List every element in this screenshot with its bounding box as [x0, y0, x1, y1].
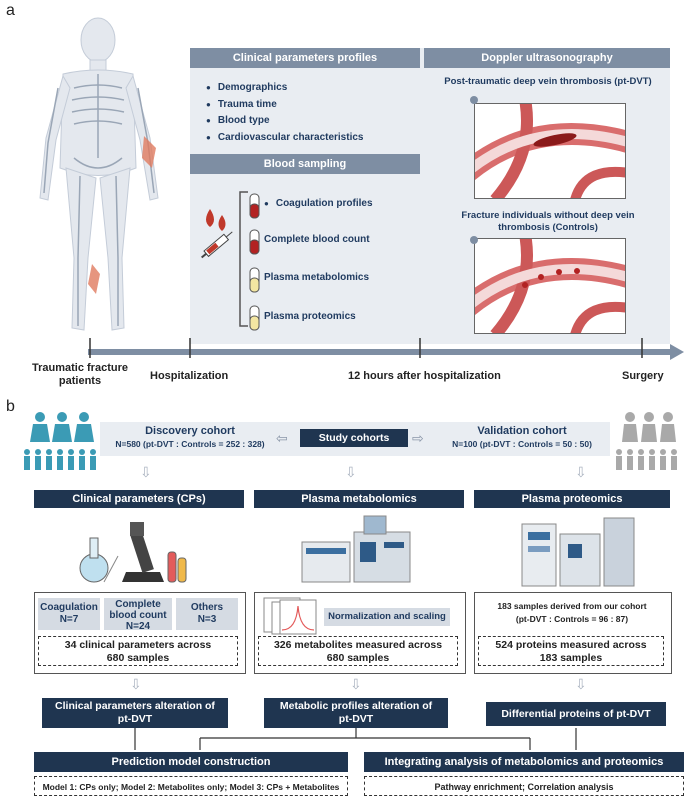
clinical-item: Trauma time — [206, 97, 363, 114]
down-arrow-icon: ⇩ — [350, 676, 362, 692]
plasma-proteomics-column-header: Plasma proteomics — [474, 490, 670, 508]
down-arrow-icon: ⇩ — [345, 464, 357, 480]
callout-dot — [470, 96, 478, 104]
protein-note-line: 183 samples derived from our cohort — [497, 601, 647, 611]
cp-summary-line: 34 clinical parameters across — [64, 639, 212, 651]
clinical-parameters-header: Clinical parameters profiles — [190, 48, 420, 68]
met-summary-line: 326 metabolites measured across — [273, 639, 443, 651]
dvt-label: Post-traumatic deep vein thrombosis (pt-… — [444, 76, 652, 87]
human-skeleton-figure — [39, 17, 159, 331]
result-line: pt-DVT — [117, 713, 153, 725]
timeline-label: Surgery — [622, 370, 664, 382]
blood-bracket — [239, 191, 248, 327]
complete-blood-count-box: Complete blood count N=24 — [104, 598, 172, 632]
mass-spectrometer-icon — [301, 515, 411, 583]
clinical-item: Blood type — [206, 113, 363, 130]
down-arrow-icon: ⇩ — [130, 676, 142, 692]
others-box: Others N=3 — [176, 598, 238, 630]
discovery-title: Discovery cohort — [145, 425, 235, 437]
validation-cohort: Validation cohort N=100 (pt-DVT : Contro… — [436, 425, 608, 449]
clinical-item: Cardiovascular characteristics — [206, 130, 364, 147]
result-line: Metabolic profiles alteration of — [279, 700, 433, 712]
proteomics-instrument-icon — [521, 517, 635, 587]
blood-item: Plasma proteomics — [264, 311, 356, 322]
result-line: Clinical parameters alteration of — [55, 700, 215, 712]
validation-title: Validation cohort — [477, 425, 567, 437]
panel-b-letter: b — [6, 398, 15, 415]
protein-sample-note: 183 samples derived from our cohort (pt-… — [476, 600, 668, 626]
cp-name: Coagulation — [40, 602, 98, 613]
plasma-metabolomics-column-header: Plasma metabolomics — [254, 490, 464, 508]
down-arrow-icon: ⇩ — [575, 676, 587, 692]
protein-summary: 524 proteins measured across 183 samples — [478, 636, 664, 666]
prot-summary-line: 524 proteins measured across — [495, 639, 647, 651]
metabolic-alteration-result: Metabolic profiles alteration of pt-DVT — [264, 698, 448, 728]
study-cohorts-label: Study cohorts — [300, 429, 408, 447]
doppler-header: Doppler ultrasonography — [424, 48, 670, 68]
people-icon — [616, 412, 677, 470]
normalization-label: Normalization and scaling — [324, 608, 450, 626]
timeline-arrow — [88, 338, 684, 360]
differential-proteins-result: Differential proteins of pt-DVT — [486, 702, 666, 726]
blood-item: Plasma metabolomics — [264, 272, 370, 283]
controls-label: Fracture individuals without deep vein t… — [461, 210, 635, 233]
cp-count: N=24 — [125, 621, 151, 632]
discovery-cohort: Discovery cohort N=580 (pt-DVT : Control… — [104, 425, 276, 449]
down-arrow-icon: ⇩ — [140, 464, 152, 480]
cp-name: Others — [190, 602, 224, 613]
integrating-analysis-header: Integrating analysis of metabolomics and… — [364, 752, 684, 772]
blood-item: Complete blood count — [264, 234, 370, 245]
callout-dot — [470, 236, 478, 244]
connector-lines — [134, 728, 577, 750]
blood-item: Coagulation profiles — [264, 198, 373, 209]
protein-note-line: (pt-DVT : Controls = 96 : 87) — [515, 614, 629, 624]
blood-drop-icon — [201, 209, 233, 259]
metabolite-summary: 326 metabolites measured across 680 samp… — [258, 636, 458, 666]
prot-summary-line: 183 samples — [539, 652, 603, 664]
validation-subtitle: N=100 (pt-DVT : Controls = 50 : 50) — [452, 439, 592, 449]
prediction-model-header: Prediction model construction — [34, 752, 348, 772]
chromatogram-icon — [263, 597, 317, 635]
met-summary-line: 680 samples — [326, 652, 390, 664]
timeline-label: Hospitalization — [150, 370, 229, 382]
blood-sampling-header: Blood sampling — [190, 154, 420, 174]
cp-summary: 34 clinical parameters across 680 sample… — [38, 636, 238, 666]
left-arrow-icon: ⇦ — [276, 430, 288, 446]
pathway-analysis-description: Pathway enrichment; Correlation analysis — [364, 776, 684, 796]
microscope-lab-icon — [79, 522, 187, 583]
cp-name: Complete blood count — [109, 599, 167, 621]
down-arrow-icon: ⇩ — [575, 464, 587, 480]
clinical-item: Demographics — [206, 80, 363, 97]
timeline-label: Traumatic fracture patients — [32, 362, 128, 387]
blood-item-label: Coagulation profiles — [275, 198, 373, 209]
people-icon — [24, 412, 96, 470]
clinical-alteration-result: Clinical parameters alteration of pt-DVT — [42, 698, 228, 728]
discovery-subtitle: N=580 (pt-DVT : Controls = 252 : 328) — [115, 439, 265, 449]
cp-count: N=7 — [59, 614, 79, 625]
sample-tubes-icon — [249, 193, 260, 331]
control-vessel-image — [474, 238, 626, 334]
dvt-vessel-image — [474, 103, 626, 199]
coagulation-box: Coagulation N=7 — [38, 598, 100, 630]
panel-a-letter: a — [6, 2, 15, 19]
clinical-parameters-column-header: Clinical parameters (CPs) — [34, 490, 244, 508]
result-line: pt-DVT — [338, 713, 374, 725]
cp-count: N=3 — [197, 614, 217, 625]
clinical-parameters-list: Demographics Trauma time Blood type Card… — [206, 80, 364, 147]
timeline-label: 12 hours after hospitalization — [348, 370, 501, 382]
cp-summary-line: 680 samples — [106, 652, 170, 664]
model-description: Model 1: CPs only; Model 2: Metabolites … — [34, 776, 348, 796]
right-arrow-icon: ⇨ — [412, 430, 424, 446]
